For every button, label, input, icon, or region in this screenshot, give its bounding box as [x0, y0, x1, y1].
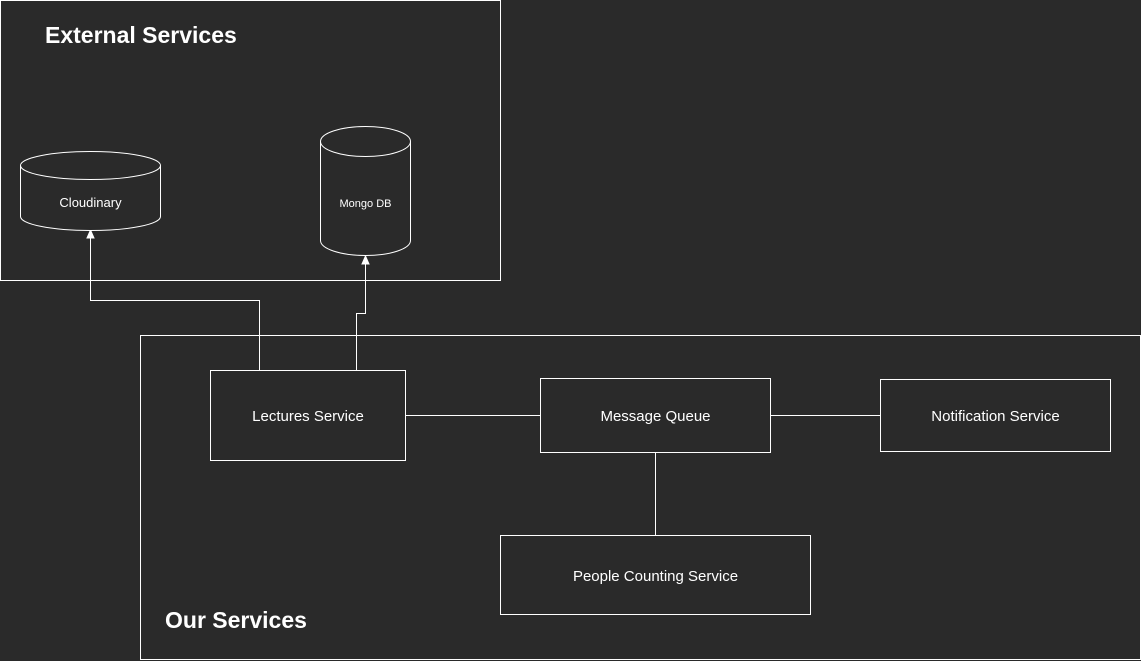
lectures-service-node[interactable]: Lectures Service — [210, 370, 406, 461]
mongodb-cylinder-body — [320, 126, 411, 256]
message-queue-node[interactable]: Message Queue — [540, 378, 771, 453]
cloudinary-cylinder-body — [20, 151, 161, 231]
people-counting-service-label: People Counting Service — [573, 568, 738, 585]
notification-service-node[interactable]: Notification Service — [880, 379, 1111, 452]
edge-lectures-to-cloudinary-arrowhead — [86, 228, 95, 239]
mongodb-node[interactable]: Mongo DB — [320, 126, 411, 256]
mongodb-cylinder-rim — [320, 141, 411, 157]
mongodb-label: Mongo DB — [340, 198, 392, 210]
notification-service-box — [880, 379, 1111, 452]
cloudinary-label: Cloudinary — [59, 195, 122, 210]
lectures-service-label: Lectures Service — [252, 408, 364, 425]
external-services-title: External Services — [45, 22, 237, 48]
message-queue-label: Message Queue — [600, 408, 710, 425]
edge-lectures-to-mongodb — [356, 262, 366, 370]
lectures-service-box — [210, 370, 406, 461]
external-services-group — [0, 0, 501, 281]
cloudinary-node[interactable]: Cloudinary — [20, 151, 161, 231]
notification-service-label: Notification Service — [931, 408, 1059, 425]
people-counting-service-box — [500, 535, 811, 615]
people-counting-service-node[interactable]: People Counting Service — [500, 535, 811, 615]
message-queue-box — [540, 378, 771, 453]
edge-lectures-to-mongodb-arrowhead — [361, 254, 370, 265]
cloudinary-cylinder-rim — [20, 165, 161, 180]
our-services-title: Our Services — [165, 607, 307, 633]
edge-lectures-to-cloudinary — [90, 236, 260, 370]
